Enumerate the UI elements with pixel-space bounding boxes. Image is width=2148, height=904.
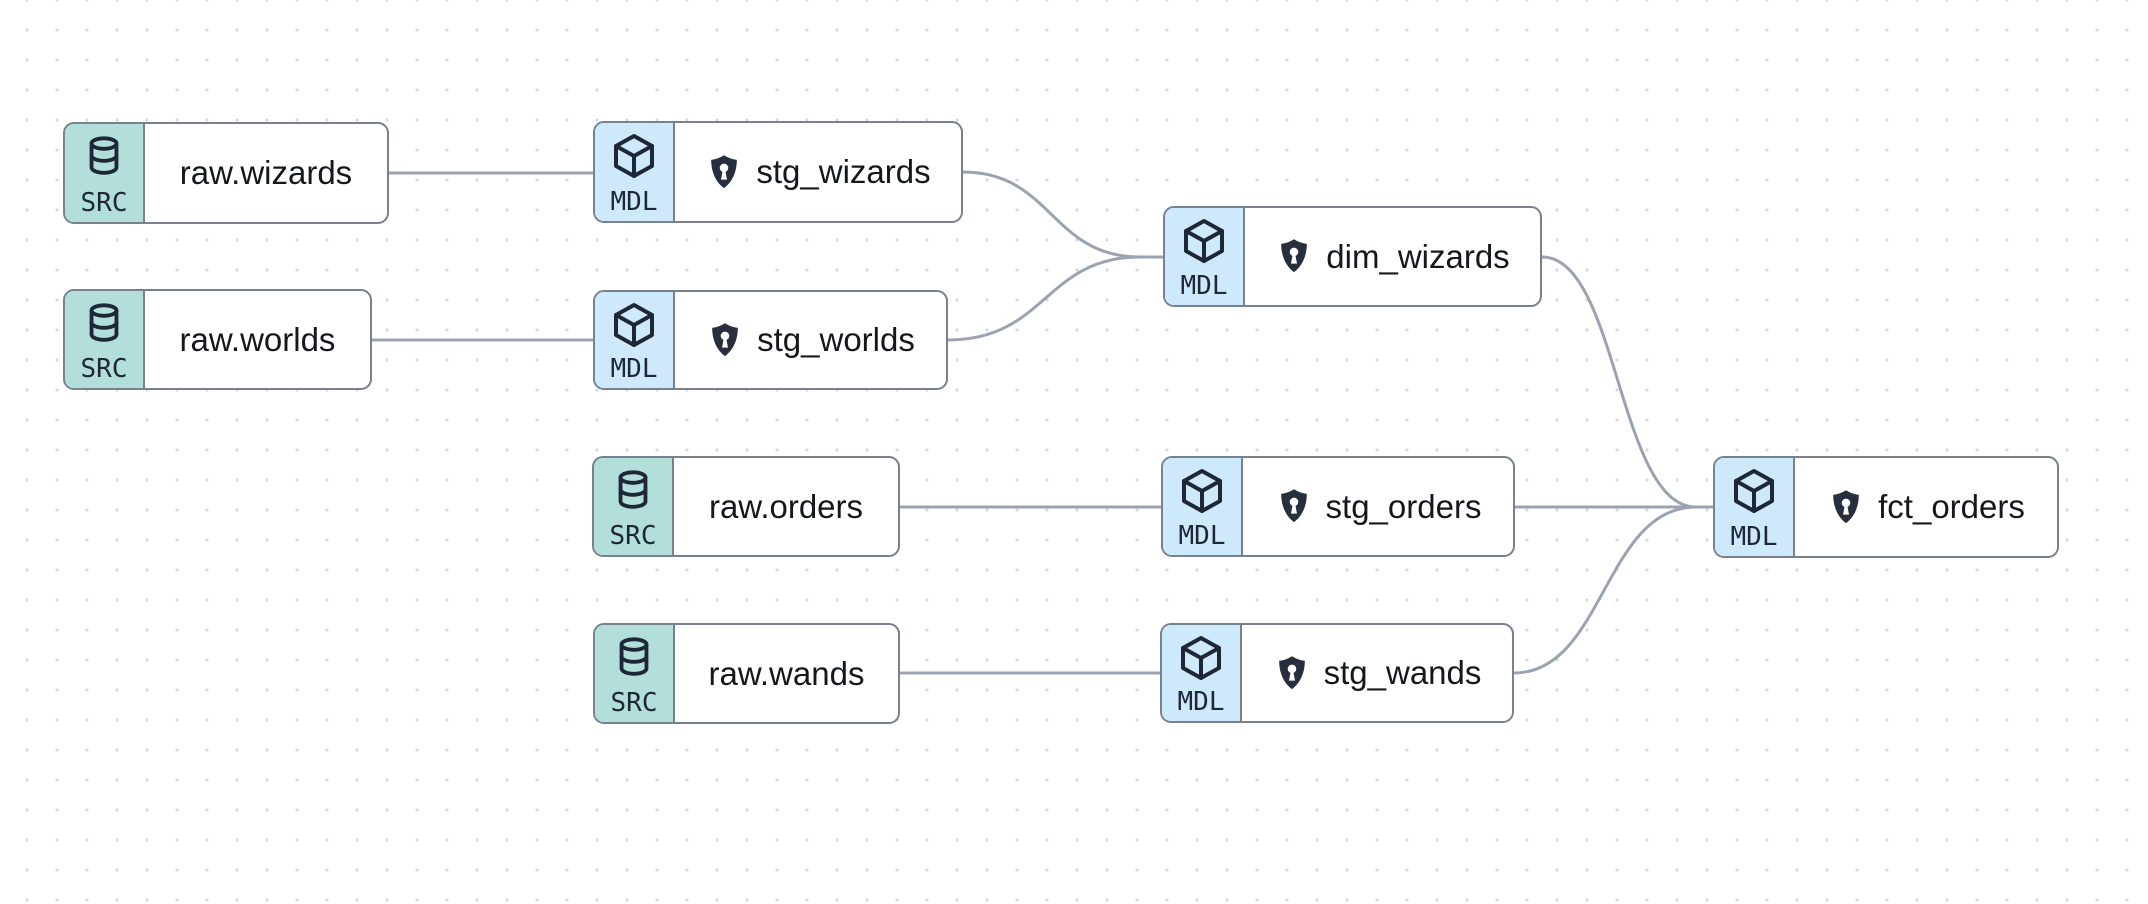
node-type-label: MDL [1730,522,1778,552]
shield-lock-icon [1275,236,1313,277]
node-body: stg_worlds [675,292,946,388]
cube-icon [610,301,658,349]
node-body: fct_orders [1795,458,2057,556]
cube-icon [610,132,658,180]
node-body: raw.worlds [145,291,370,388]
shield-lock-icon [1827,487,1865,528]
node-type-label: MDL [610,354,658,384]
node-stg_wands[interactable]: MDL stg_wands [1160,623,1514,723]
database-icon [81,133,127,179]
node-stg_orders[interactable]: MDL stg_orders [1161,456,1515,557]
node-fct_orders[interactable]: MDL fct_orders [1713,456,2059,558]
node-type-label: MDL [610,187,658,217]
node-raw_worlds[interactable]: SRC raw.worlds [63,289,372,390]
node-type-badge: SRC [65,291,145,388]
shield-lock-icon [1273,653,1311,694]
edge-dim_wizards-fct_orders [1540,255,1698,509]
shield-lock-icon [1275,486,1313,527]
node-body: stg_wizards [675,123,961,221]
node-body: stg_orders [1243,458,1513,555]
shield-lock-icon [706,320,744,361]
node-type-label: SRC [80,354,128,384]
edge-stg_wizards-dim_wizards [961,170,1142,259]
node-type-badge: MDL [1165,208,1245,305]
node-body: raw.wands [675,625,898,722]
node-name-label: raw.worlds [179,320,336,358]
node-type-badge: MDL [595,292,675,388]
node-type-badge: MDL [1162,625,1242,721]
node-type-label: SRC [80,188,128,218]
edge-stg_wands-fct_orders [1512,505,1698,675]
node-raw_orders[interactable]: SRC raw.orders [592,456,900,557]
node-type-label: MDL [1177,687,1225,717]
cube-icon [1180,217,1228,265]
node-raw_wands[interactable]: SRC raw.wands [593,623,900,724]
node-type-badge: SRC [595,625,675,722]
node-name-label: fct_orders [1878,488,2025,525]
node-type-badge: SRC [594,458,674,555]
node-type-label: SRC [610,688,658,718]
edge-stg_worlds-dim_wizards [946,255,1142,342]
node-stg_wizards[interactable]: MDL stg_wizards [593,121,963,223]
node-name-label: stg_wizards [756,153,931,190]
node-body: dim_wizards [1245,208,1540,305]
node-name-label: stg_worlds [757,321,915,358]
node-name-label: stg_orders [1325,487,1482,525]
node-type-label: MDL [1180,271,1228,301]
node-body: raw.wizards [145,124,387,222]
node-raw_wizards[interactable]: SRC raw.wizards [63,122,389,224]
database-icon [610,467,656,513]
node-body: stg_wands [1242,625,1512,721]
node-type-badge: MDL [1715,458,1795,556]
node-name-label: raw.wizards [179,154,353,191]
node-name-label: dim_wizards [1326,237,1510,275]
node-dim_wizards[interactable]: MDL dim_wizards [1163,206,1542,307]
node-name-label: raw.orders [708,487,864,525]
node-type-badge: SRC [65,124,145,222]
node-type-label: MDL [1178,521,1226,551]
node-stg_worlds[interactable]: MDL stg_worlds [593,290,948,390]
node-type-badge: MDL [595,123,675,221]
cube-icon [1178,467,1226,515]
database-icon [81,300,127,346]
node-name-label: raw.wands [708,654,865,692]
node-name-label: stg_wands [1323,654,1482,691]
node-type-badge: MDL [1163,458,1243,555]
cube-icon [1177,634,1225,682]
node-type-label: SRC [609,521,657,551]
database-icon [611,634,657,680]
cube-icon [1730,467,1778,515]
shield-lock-icon [705,152,743,193]
node-body: raw.orders [674,458,898,555]
